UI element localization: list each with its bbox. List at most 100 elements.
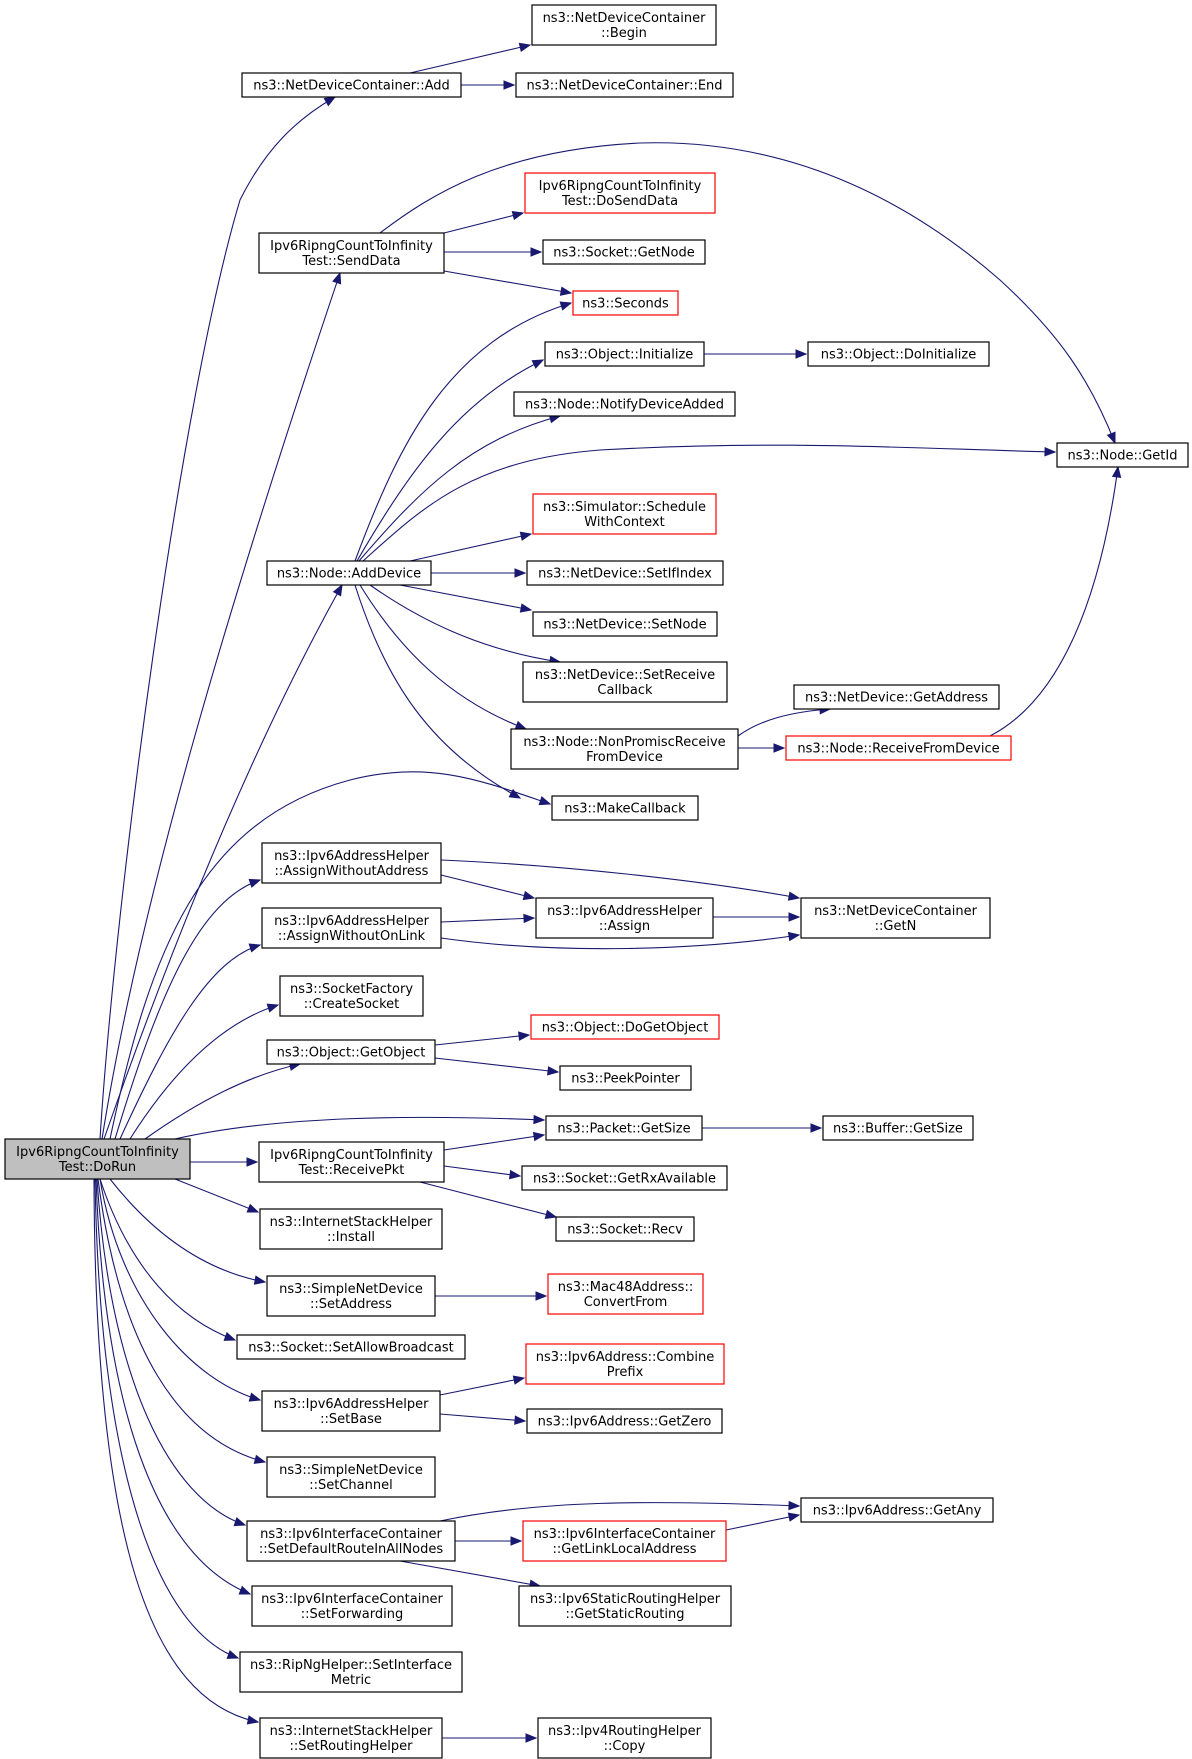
edge-dorun-to-obj_getobject: [144, 1061, 302, 1140]
node-ish_setrouting[interactable]: ns3::InternetStackHelper::SetRoutingHelp…: [259, 1717, 443, 1759]
arrow-head-icon: [519, 603, 533, 613]
node-label-line: ns3::Ipv6AddressHelper: [274, 849, 430, 864]
node-node_notify[interactable]: ns3::Node::NotifyDeviceAdded: [513, 391, 736, 417]
arrow-head-icon: [246, 1203, 260, 1213]
node-mac48[interactable]: ns3::Mac48Address::ConvertFrom: [547, 1273, 704, 1315]
node-ipv6static[interactable]: ns3::Ipv6StaticRoutingHelper::GetStaticR…: [518, 1585, 732, 1627]
edge-line: [95, 1178, 251, 1595]
edge-dorun-to-sockfactory: [129, 1003, 280, 1140]
node-label-line: ns3::Ipv6StaticRoutingHelper: [530, 1592, 721, 1607]
arrow-head-icon: [530, 247, 543, 257]
node-sock_rxavail[interactable]: ns3::Socket::GetRxAvailable: [521, 1165, 728, 1191]
edge-senddata-to-node_getid: [379, 142, 1116, 445]
node-node_getid[interactable]: ns3::Node::GetId: [1056, 442, 1189, 468]
arrow-head-icon: [511, 210, 525, 221]
edge-line: [439, 1501, 800, 1522]
edge-dorun-to-ish_setrouting: [93, 1178, 260, 1725]
node-label-line: Ipv6RipngCountToInfinity: [539, 179, 702, 194]
node-peekpointer[interactable]: ns3::PeekPointer: [559, 1065, 692, 1091]
node-obj_dogetobject[interactable]: ns3::Object::DoGetObject: [530, 1014, 720, 1040]
edge-dorun-to-aah_setbase: [99, 1178, 262, 1402]
node-iic_setfwd[interactable]: ns3::Ipv6InterfaceContainer::SetForwardi…: [251, 1585, 453, 1627]
arrow-head-icon: [787, 1512, 801, 1522]
node-box: [551, 795, 699, 821]
node-iic_getlinklocal[interactable]: ns3::Ipv6InterfaceContainer::GetLinkLoca…: [522, 1520, 727, 1562]
edge-line: [439, 1377, 525, 1396]
node-obj_init[interactable]: ns3::Object::Initialize: [544, 341, 705, 367]
edge-line: [358, 415, 561, 562]
node-label-line: ns3::Node::NonPromiscReceive: [523, 735, 725, 750]
edge-line: [144, 1063, 301, 1140]
edge-line: [399, 584, 532, 611]
node-box: [532, 611, 718, 637]
edge-dorun-to-aah_without_onlink: [119, 943, 262, 1140]
arrow-head-icon: [238, 1585, 252, 1595]
node-node_adddev[interactable]: ns3::Node::AddDevice: [266, 560, 432, 586]
arrow-head-icon: [503, 80, 516, 90]
arrow-head-icon: [559, 301, 573, 311]
node-nd_setifindex[interactable]: ns3::NetDevice::SetIfIndex: [526, 560, 724, 586]
node-makecallback[interactable]: ns3::MakeCallback: [551, 795, 699, 821]
node-ndc_begin[interactable]: ns3::NetDeviceContainer::Begin: [531, 4, 717, 46]
node-sock_bcast[interactable]: ns3::Socket::SetAllowBroadcast: [236, 1334, 466, 1360]
edge-iic_setdefault-to-iic_getlinklocal: [455, 1536, 523, 1546]
node-aah_without_addr[interactable]: ns3::Ipv6AddressHelper::AssignWithoutAdd…: [261, 842, 442, 884]
node-box: [266, 1039, 436, 1065]
node-nd_setnode[interactable]: ns3::NetDevice::SetNode: [532, 611, 718, 637]
node-label-line: ns3::Node::NotifyDeviceAdded: [525, 398, 724, 413]
arrow-head-icon: [795, 349, 808, 359]
edge-dorun-to-aah_without_addr: [114, 878, 262, 1140]
node-snd_setaddr[interactable]: ns3::SimpleNetDevice::SetAddress: [266, 1275, 436, 1317]
edge-line: [174, 1116, 545, 1140]
node-box: [530, 1014, 720, 1040]
edge-receivepkt-to-sock_recv: [419, 1181, 558, 1219]
node-aah_assign[interactable]: ns3::Ipv6AddressHelper::Assign: [535, 897, 714, 939]
arrow-head-icon: [248, 1392, 262, 1402]
node-node_recvfrom[interactable]: ns3::Node::ReceiveFromDevice: [785, 735, 1012, 761]
node-aah_setbase[interactable]: ns3::Ipv6AddressHelper::SetBase: [261, 1390, 441, 1432]
node-sock_recv[interactable]: ns3::Socket::Recv: [555, 1216, 695, 1242]
node-label-line: ns3::SimpleNetDevice: [279, 1463, 423, 1478]
arrow-head-icon: [525, 1733, 538, 1743]
node-ish_install[interactable]: ns3::InternetStackHelper::Install: [259, 1208, 443, 1250]
node-ipv6_getany[interactable]: ns3::Ipv6Address::GetAny: [800, 1497, 994, 1523]
node-box: [524, 172, 716, 214]
node-ndc_add[interactable]: ns3::NetDeviceContainer::Add: [241, 72, 462, 98]
node-buf_getsize[interactable]: ns3::Buffer::GetSize: [822, 1115, 974, 1141]
node-ipv4routing[interactable]: ns3::Ipv4RoutingHelper::Copy: [537, 1717, 712, 1759]
node-nd_getaddr[interactable]: ns3::NetDevice::GetAddress: [793, 684, 1000, 710]
node-label-line: ns3::NetDeviceContainer: [814, 904, 978, 919]
node-obj_getobject[interactable]: ns3::Object::GetObject: [266, 1039, 436, 1065]
node-pkt_getsize[interactable]: ns3::Packet::GetSize: [545, 1115, 703, 1141]
node-label-line: ns3::Object::DoInitialize: [821, 348, 977, 363]
node-ndc_getn[interactable]: ns3::NetDeviceContainer::GetN: [800, 897, 991, 939]
arrow-head-icon: [512, 1375, 526, 1385]
node-ipv6_getzero[interactable]: ns3::Ipv6Address::GetZero: [526, 1408, 723, 1434]
node-obj_doinit[interactable]: ns3::Object::DoInitialize: [807, 341, 990, 367]
node-sockfactory[interactable]: ns3::SocketFactory::CreateSocket: [279, 975, 424, 1017]
node-snd_setchannel[interactable]: ns3::SimpleNetDevice::SetChannel: [266, 1456, 436, 1498]
node-label-line: ns3::NetDevice::SetReceive: [535, 668, 715, 683]
edge-line: [99, 1178, 261, 1401]
node-label-line: ::AssignWithoutOnLink: [278, 929, 426, 944]
arrow-head-icon: [523, 913, 536, 924]
edge-line: [399, 1560, 541, 1587]
node-sock_getnode[interactable]: ns3::Socket::GetNode: [542, 239, 706, 265]
arrow-head-icon: [514, 720, 528, 730]
node-label-line: ns3::PeekPointer: [571, 1072, 680, 1087]
node-seconds[interactable]: ns3::Seconds: [572, 290, 679, 316]
edge-iic_setdefault-to-ipv6static: [399, 1560, 542, 1589]
node-aah_without_onlink[interactable]: ns3::Ipv6AddressHelper::AssignWithoutOnL…: [261, 907, 442, 949]
node-iic_setdefault[interactable]: ns3::Ipv6InterfaceContainer::SetDefaultR…: [246, 1520, 456, 1562]
node-ndc_end[interactable]: ns3::NetDeviceContainer::End: [515, 72, 734, 98]
edge-line: [97, 1178, 266, 1463]
